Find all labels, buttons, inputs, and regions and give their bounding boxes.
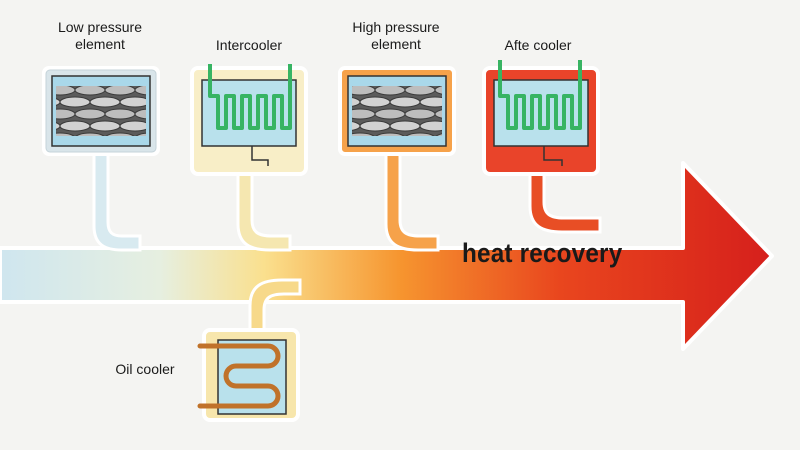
label-aftercooler: Afte cooler xyxy=(504,37,572,53)
intercooler xyxy=(190,64,308,176)
pipe-intercooler xyxy=(236,170,292,252)
oil-cooler xyxy=(197,328,300,422)
screw-rotor-icon xyxy=(56,86,146,136)
label-oil-cooler: Oil cooler xyxy=(115,361,175,377)
branch-pipes xyxy=(92,148,602,332)
pipe-high-pressure xyxy=(384,148,440,252)
pipe-oil-cooler xyxy=(248,278,302,332)
label-low-pressure-element: Low pressure element xyxy=(57,19,143,52)
coil-heat-exchanger-icon xyxy=(498,60,582,130)
pipe-low-pressure xyxy=(92,148,142,252)
pipe-aftercooler xyxy=(528,170,602,234)
heat-flow-arrow xyxy=(0,161,774,351)
main-arrow xyxy=(0,161,774,351)
label-intercooler: Intercooler xyxy=(215,37,283,53)
coil-heat-exchanger-icon xyxy=(208,64,292,130)
label-high-pressure-element: High pressure element xyxy=(352,19,440,52)
copper-coil-icon xyxy=(197,343,281,409)
low-pressure-element xyxy=(42,66,160,156)
screw-rotor-icon xyxy=(352,86,442,136)
aftercooler xyxy=(482,60,600,176)
high-pressure-element xyxy=(338,66,456,156)
heat-recovery-label: heat recovery xyxy=(462,238,623,268)
